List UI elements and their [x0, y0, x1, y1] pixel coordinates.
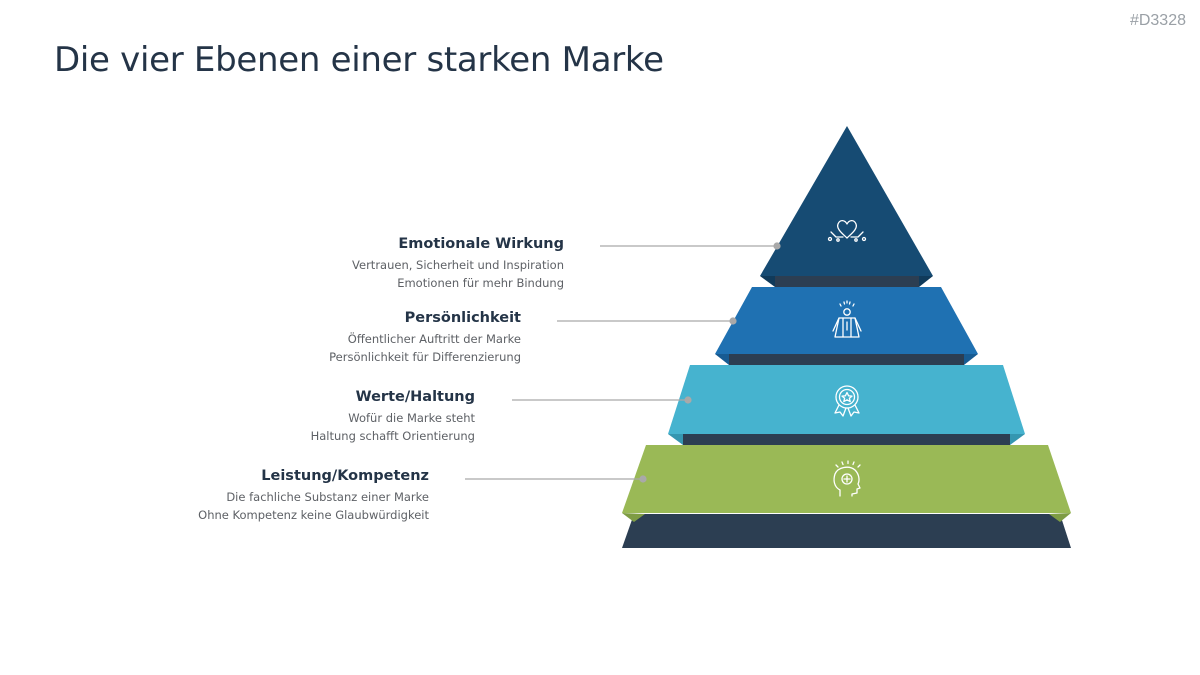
- heart-hands-icon: [827, 219, 867, 242]
- level-3-label: Werte/Haltung Wofür die Marke steht Halt…: [311, 389, 475, 445]
- connector-dot-4: [639, 475, 647, 483]
- head-idea-icon: [833, 460, 861, 497]
- pyramid-level-2-side-left: [715, 354, 729, 365]
- pyramid-level-2: [715, 287, 978, 354]
- connector-dot-2: [729, 317, 737, 325]
- pyramid-level-4-side-right: [1049, 513, 1071, 522]
- pyramid-level-2-shadow: [729, 354, 964, 365]
- pyramid-level-1-side-left: [760, 276, 775, 287]
- level-1-heading: Emotionale Wirkung: [398, 236, 564, 252]
- pyramid-level-4-shadow: [622, 514, 1071, 548]
- level-4-heading: Leistung/Kompetenz: [261, 468, 429, 484]
- pyramid-level-1: [760, 126, 933, 276]
- pyramid-level-3-side-right: [1010, 434, 1025, 445]
- level-2-label: Persönlichkeit Öffentlicher Auftritt der…: [329, 310, 521, 366]
- slide-id: #D3328: [1129, 12, 1186, 29]
- level-1-description-2: Emotionen für mehr Bindung: [397, 276, 564, 290]
- pyramid-level-1-side-right: [919, 276, 933, 287]
- level-2-heading: Persönlichkeit: [404, 310, 521, 326]
- level-4-label: Leistung/Kompetenz Die fachliche Substan…: [198, 468, 429, 524]
- level-3-heading: Werte/Haltung: [355, 389, 475, 405]
- connector-dot-3: [684, 396, 692, 404]
- pyramid-level-1-shadow: [775, 276, 919, 287]
- level-1-description-1: Vertrauen, Sicherheit und Inspiration: [352, 258, 564, 272]
- level-4-description-2: Ohne Kompetenz keine Glaubwürdigkeit: [198, 508, 429, 522]
- pyramid-level-4-side-left: [622, 513, 645, 522]
- connector-dot-1: [773, 242, 781, 250]
- level-1-label: Emotionale Wirkung Vertrauen, Sicherheit…: [352, 236, 564, 292]
- level-4-description-1: Die fachliche Substanz einer Marke: [226, 490, 429, 504]
- pyramid-level-3-side-left: [668, 434, 683, 445]
- hero-cape-icon: [832, 300, 862, 338]
- level-3-description-1: Wofür die Marke steht: [348, 411, 475, 425]
- pyramid-level-2-side-right: [964, 354, 978, 365]
- level-3-description-2: Haltung schafft Orientierung: [310, 429, 475, 443]
- pyramid-level-3-shadow: [683, 434, 1010, 445]
- award-badge-icon: [834, 385, 860, 417]
- page-title: Die vier Ebenen einer starken Marke: [54, 40, 664, 80]
- level-2-description-1: Öffentlicher Auftritt der Marke: [347, 332, 521, 346]
- level-2-description-2: Persönlichkeit für Differenzierung: [329, 350, 521, 364]
